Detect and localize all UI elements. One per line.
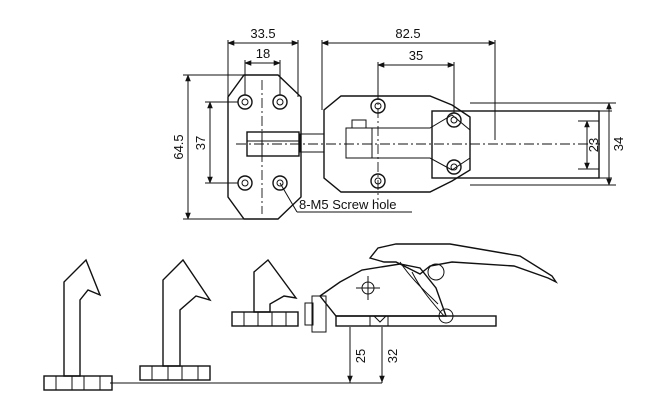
striker-mid [162, 258, 212, 367]
striker-base-short [231, 311, 299, 327]
striker-base-mid [139, 365, 211, 381]
screw-hole [237, 94, 253, 110]
latch-housing [318, 263, 447, 317]
latch-handle-bar [431, 110, 600, 179]
screw-hole-label: 8-M5 Screw hole [299, 197, 397, 212]
dim-label-35: 35 [409, 48, 423, 63]
striker-base-tall [43, 375, 113, 391]
top-view: 33.5 18 82.5 35 64.5 37 23 34 [171, 26, 626, 220]
striker-tall [63, 258, 102, 377]
screw-hole [272, 175, 288, 191]
dim-label-64-5: 64.5 [171, 134, 186, 159]
dim-label-23: 23 [586, 138, 601, 152]
striker-plate [227, 74, 302, 220]
screw-hole [272, 94, 288, 110]
screw-hole [237, 175, 253, 191]
latch-base-plate [323, 95, 471, 193]
dim-label-34: 34 [611, 137, 626, 151]
dim-label-25: 25 [353, 349, 368, 363]
dim-label-32: 32 [385, 349, 400, 363]
screw-hole [446, 159, 462, 175]
screw-hole [446, 112, 462, 128]
dim-label-18: 18 [256, 46, 270, 61]
striker-short [253, 258, 298, 313]
dim-label-33-5: 33.5 [250, 26, 275, 41]
latch-base [335, 315, 497, 327]
side-view: 25 32 [43, 243, 559, 391]
latch-handle [368, 243, 559, 284]
dim-label-37: 37 [193, 136, 208, 150]
dim-label-82-5: 82.5 [395, 26, 420, 41]
